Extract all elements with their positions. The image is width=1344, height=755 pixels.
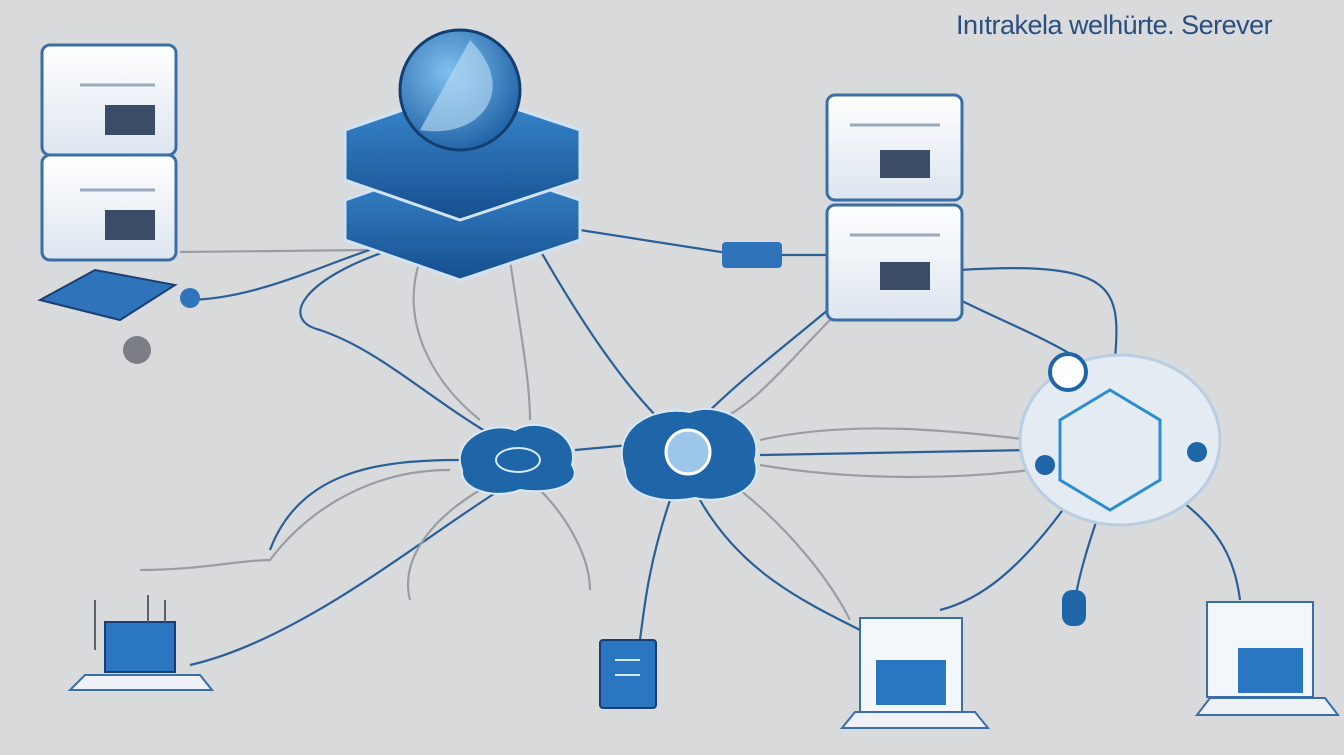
laptop-center[interactable] [839, 617, 991, 729]
diagram-title: Inıtrakela welhürte. Serever [956, 10, 1273, 40]
mouse-device [1062, 590, 1086, 626]
tablet-device[interactable] [599, 639, 657, 709]
user-icon [495, 447, 541, 473]
cloud-node-center[interactable] [620, 407, 758, 502]
brain-icon [664, 428, 712, 476]
cloud-node-left[interactable] [458, 424, 576, 495]
network-switch [722, 242, 782, 268]
security-cloud[interactable] [1018, 352, 1222, 527]
server-stack-left[interactable] [40, 43, 178, 262]
network-cables [139, 228, 1242, 667]
router-laptop[interactable] [67, 595, 215, 691]
laptop-right[interactable] [1194, 601, 1341, 716]
server-stack-right[interactable] [825, 93, 964, 322]
central-server[interactable] [343, 28, 582, 282]
eye-icon [1048, 352, 1088, 392]
keyboard-device [37, 268, 200, 364]
